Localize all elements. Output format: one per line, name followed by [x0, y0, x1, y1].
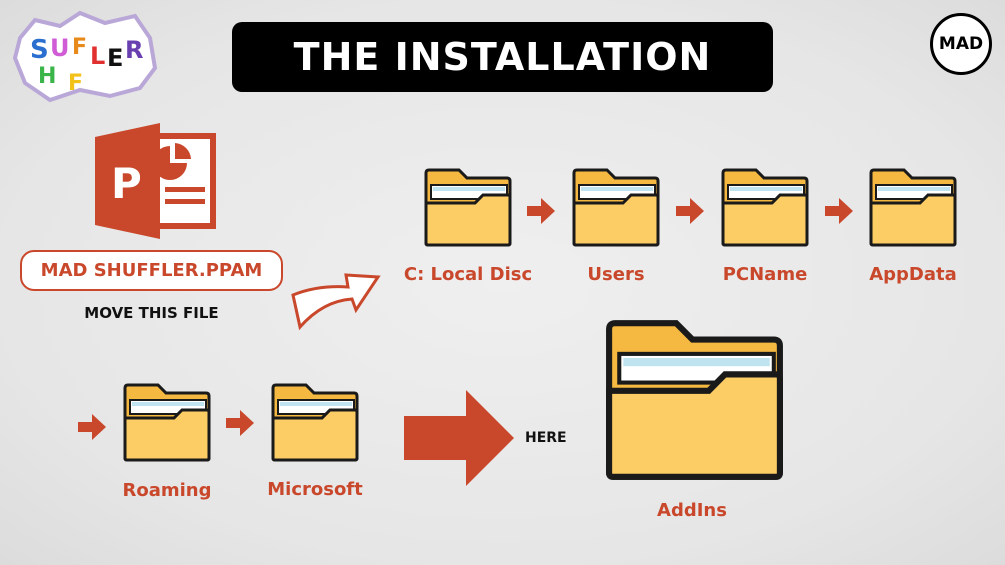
label-users: Users	[587, 264, 645, 285]
folder-pcname[interactable]	[720, 167, 810, 248]
here-label: HERE	[525, 430, 567, 446]
folder-icon	[271, 383, 359, 462]
folder-icon	[606, 320, 783, 480]
label-pcname: PCName	[722, 264, 808, 285]
folder-c-local-disc[interactable]	[423, 167, 513, 248]
arrow-right-icon	[527, 198, 555, 224]
label-addins: AddIns	[657, 500, 727, 521]
mad-logo: MAD	[930, 13, 992, 75]
folder-icon	[721, 168, 809, 247]
arrow-right-icon	[226, 410, 254, 436]
file-name-badge: MAD SHUFFLER.PPAM	[20, 250, 283, 291]
svg-text:R: R	[125, 36, 143, 64]
powerpoint-icon: P	[95, 123, 216, 239]
curved-arrow-icon	[291, 273, 381, 331]
svg-text:F: F	[72, 35, 87, 60]
svg-text:E: E	[107, 44, 123, 72]
arrow-right-icon	[78, 414, 106, 440]
label-roaming: Roaming	[122, 480, 212, 501]
svg-text:U: U	[50, 34, 70, 62]
label-c-local-disc: C: Local Disc	[403, 264, 533, 285]
page-title: THE INSTALLATION	[232, 22, 773, 92]
label-microsoft: Microsoft	[267, 479, 363, 500]
svg-text:F: F	[68, 71, 83, 96]
arrow-right-icon	[676, 198, 704, 224]
big-arrow-right-icon	[404, 390, 514, 486]
arrow-right-icon	[825, 198, 853, 224]
folder-icon	[572, 168, 660, 247]
svg-text:P: P	[111, 159, 142, 208]
svg-text:H: H	[38, 64, 56, 89]
folder-icon	[869, 168, 957, 247]
folder-users[interactable]	[571, 167, 661, 248]
label-appdata: AppData	[869, 264, 957, 285]
folder-icon	[424, 168, 512, 247]
folder-addins[interactable]	[603, 317, 786, 483]
svg-text:L: L	[90, 42, 105, 70]
folder-microsoft[interactable]	[270, 382, 360, 463]
move-instruction: MOVE THIS FILE	[84, 304, 219, 322]
shuffler-logo: S U F L E R H F	[12, 10, 158, 103]
folder-icon	[123, 383, 211, 462]
svg-text:S: S	[30, 35, 49, 65]
folder-appdata[interactable]	[868, 167, 958, 248]
folder-roaming[interactable]	[122, 382, 212, 463]
